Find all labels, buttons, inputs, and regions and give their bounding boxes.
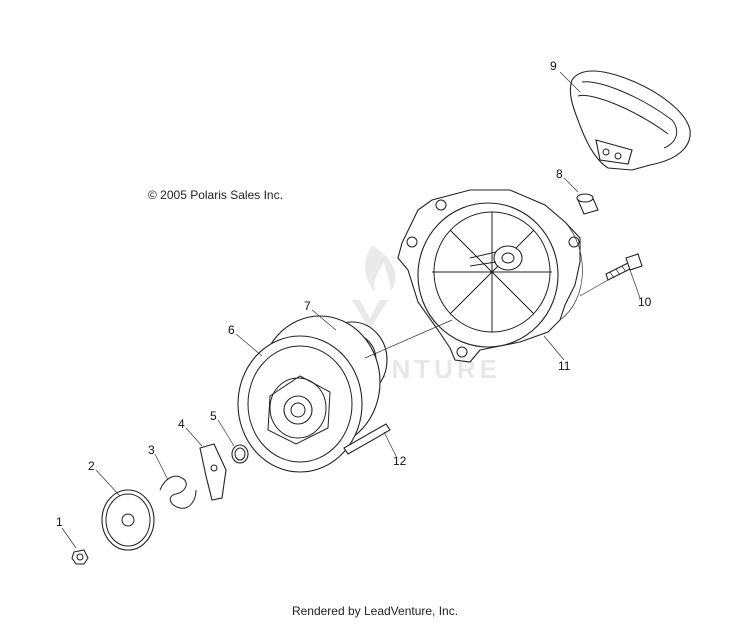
callout-10: 10 — [638, 295, 652, 309]
callout-6: 6 — [228, 323, 235, 337]
callout-8: 8 — [556, 167, 563, 181]
part-11-housing — [397, 189, 583, 363]
callout-11: 11 — [558, 359, 571, 373]
part-6-pulley — [237, 315, 381, 473]
part-9-cover — [569, 70, 691, 171]
part-1-nut — [71, 549, 89, 565]
callout-5: 5 — [210, 409, 217, 423]
part-10-bolt — [605, 253, 643, 281]
footer-text: Rendered by LeadVenture, Inc. — [291, 604, 459, 618]
callout-9: 9 — [550, 59, 557, 73]
part-2-washer — [101, 489, 155, 551]
part-8-bushing — [576, 193, 599, 215]
callout-4: 4 — [178, 417, 185, 431]
copyright-text: © 2005 Polaris Sales Inc. — [148, 188, 283, 202]
leader-lines — [61, 71, 641, 549]
part-12-pin — [343, 423, 391, 455]
part-4-lever — [199, 443, 227, 501]
part-5-ring — [231, 444, 249, 464]
part-3-spring — [159, 475, 197, 509]
watermark-logo — [352, 245, 396, 330]
callout-3: 3 — [148, 443, 155, 457]
callout-12: 12 — [393, 454, 407, 468]
callout-1: 1 — [56, 515, 63, 529]
callout-2: 2 — [88, 459, 95, 473]
callout-7: 7 — [304, 299, 311, 313]
